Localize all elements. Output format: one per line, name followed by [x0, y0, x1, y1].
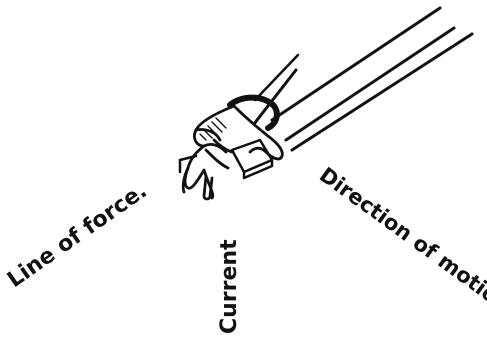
label-current: Current — [217, 239, 242, 334]
label-direction-of-motion: Direction of motion — [315, 163, 487, 317]
label-line-of-force: Line of force. — [3, 178, 152, 293]
conductor-bar — [254, 8, 472, 150]
block — [180, 140, 272, 178]
